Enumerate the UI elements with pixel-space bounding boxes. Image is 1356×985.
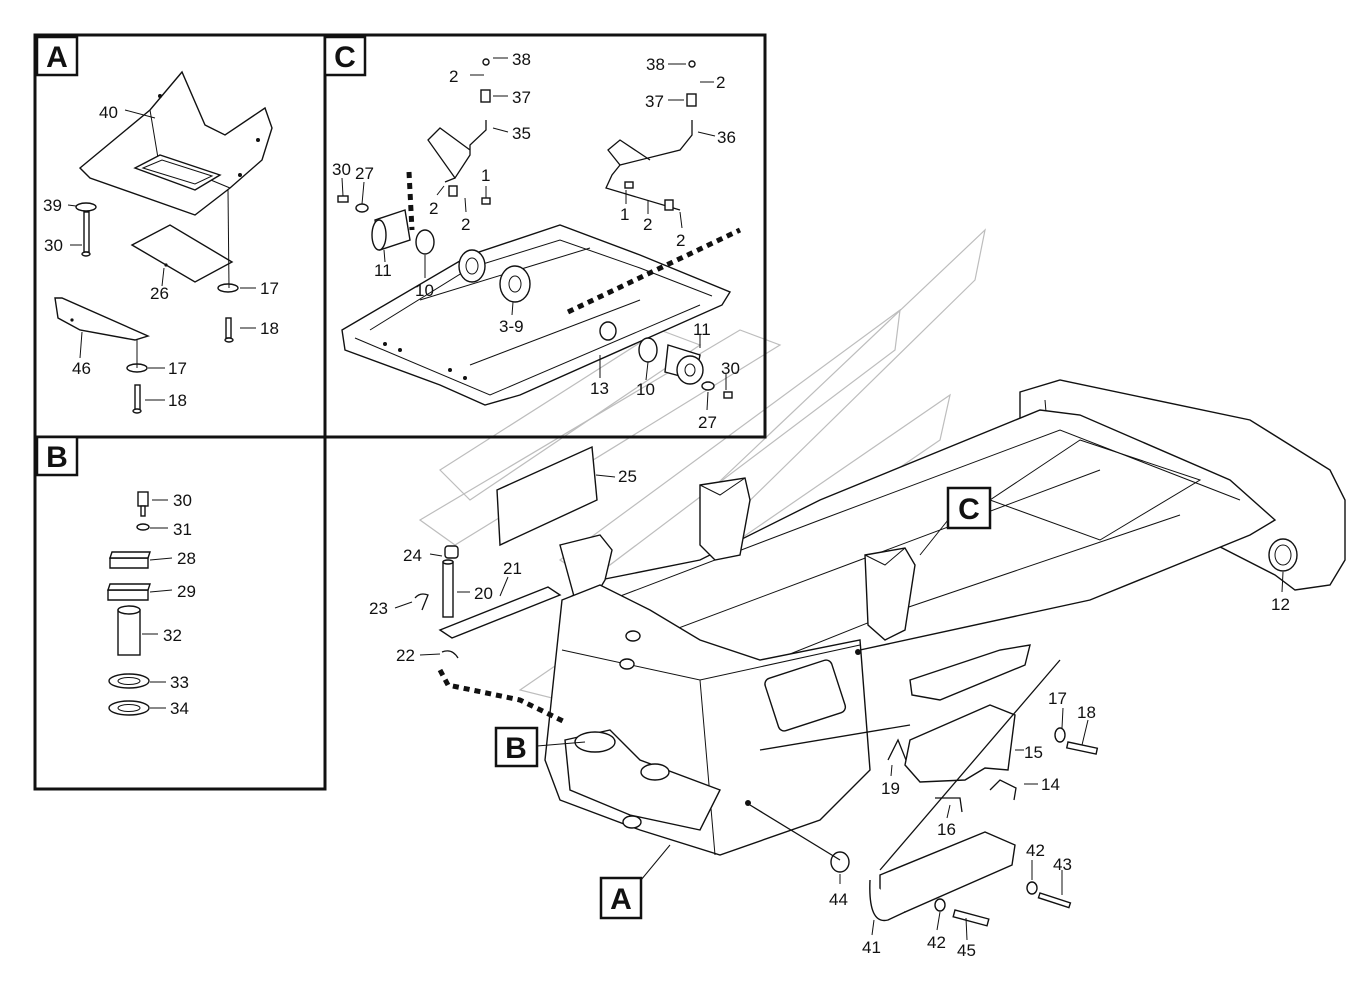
callout-10: 10 xyxy=(415,281,434,300)
callout-23: 23 xyxy=(369,599,388,618)
svg-text:B: B xyxy=(505,732,527,765)
callout-42: 42 xyxy=(927,933,946,952)
callout-46: 46 xyxy=(72,359,91,378)
callout-35: 35 xyxy=(512,124,531,143)
callout-38: 38 xyxy=(512,50,531,69)
panel-b-labels: 30 31 28 29 32 33 34 xyxy=(163,491,196,718)
callout-15: 15 xyxy=(1024,743,1043,762)
svg-text:B: B xyxy=(46,441,68,474)
callout-34: 34 xyxy=(170,699,189,718)
marker-c: C xyxy=(919,486,992,556)
callout-18: 18 xyxy=(260,319,279,338)
callout-21: 21 xyxy=(503,559,522,578)
callout-18: 18 xyxy=(168,391,187,410)
callout-17: 17 xyxy=(1048,689,1067,708)
callout-37: 37 xyxy=(512,88,531,107)
callout-2: 2 xyxy=(676,231,685,250)
callout-29: 29 xyxy=(177,582,196,601)
callout-27: 27 xyxy=(698,413,717,432)
callout-24: 24 xyxy=(403,546,422,565)
svg-text:A: A xyxy=(610,883,632,916)
marker-a: A xyxy=(599,844,671,920)
callout-30: 30 xyxy=(721,359,740,378)
callout-16: 16 xyxy=(937,820,956,839)
callout-30: 30 xyxy=(44,236,63,255)
callout-27: 27 xyxy=(355,164,374,183)
main-labels: 25 12 24 21 20 23 22 17 18 15 19 14 16 4… xyxy=(369,467,1290,960)
panel-a-parts xyxy=(54,70,273,414)
marker-b: B xyxy=(494,726,586,768)
svg-text:C: C xyxy=(334,41,356,74)
panel-b-parts xyxy=(107,491,173,716)
callout-43: 43 xyxy=(1053,855,1072,874)
callout-25: 25 xyxy=(618,467,637,486)
main-frame-drawing xyxy=(394,379,1346,941)
callout-1: 1 xyxy=(620,205,629,224)
callout-44: 44 xyxy=(829,890,848,909)
callout-2: 2 xyxy=(461,215,470,234)
callout-1: 1 xyxy=(481,166,490,185)
callout-33: 33 xyxy=(170,673,189,692)
callout-36: 36 xyxy=(717,128,736,147)
callout-18: 18 xyxy=(1077,703,1096,722)
callout-30: 30 xyxy=(173,491,192,510)
callout-2: 2 xyxy=(716,73,725,92)
callout-19: 19 xyxy=(881,779,900,798)
panel-b-frame xyxy=(33,435,327,791)
callout-41: 41 xyxy=(862,938,881,957)
callout-11: 11 xyxy=(693,320,711,339)
callout-42: 42 xyxy=(1026,841,1045,860)
callout-17: 17 xyxy=(260,279,279,298)
panel-c-frame xyxy=(323,33,767,439)
svg-text:A: A xyxy=(46,41,68,74)
panel-a-labels: 40 39 30 26 17 18 46 17 18 xyxy=(43,103,279,410)
callout-26: 26 xyxy=(150,284,169,303)
callout-30: 30 xyxy=(332,160,351,179)
callout-37: 37 xyxy=(645,92,664,111)
callout-2: 2 xyxy=(429,199,438,218)
callout-31: 31 xyxy=(173,520,192,539)
callout-12: 12 xyxy=(1271,595,1290,614)
callout-13: 13 xyxy=(590,379,609,398)
svg-text:C: C xyxy=(958,493,980,526)
callout-3-9: 3-9 xyxy=(499,317,524,336)
callout-20: 20 xyxy=(474,584,493,603)
callout-39: 39 xyxy=(43,196,62,215)
callout-2: 2 xyxy=(643,215,652,234)
callout-17: 17 xyxy=(168,359,187,378)
callout-28: 28 xyxy=(177,549,196,568)
callout-11: 11 xyxy=(374,261,392,280)
callout-38: 38 xyxy=(646,55,665,74)
callout-32: 32 xyxy=(163,626,182,645)
callout-2: 2 xyxy=(449,67,458,86)
panel-b-tag: B xyxy=(35,435,79,477)
callout-10: 10 xyxy=(636,380,655,399)
callout-40: 40 xyxy=(99,103,118,122)
callout-45: 45 xyxy=(957,941,976,960)
panel-a-tag: A xyxy=(35,35,79,77)
panel-c-labels: 38 2 37 35 30 27 2 1 2 11 10 3-9 38 2 37… xyxy=(332,50,740,432)
panel-c-parts xyxy=(337,57,742,411)
callout-14: 14 xyxy=(1041,775,1060,794)
panel-c-tag: C xyxy=(323,35,367,77)
callout-22: 22 xyxy=(396,646,415,665)
